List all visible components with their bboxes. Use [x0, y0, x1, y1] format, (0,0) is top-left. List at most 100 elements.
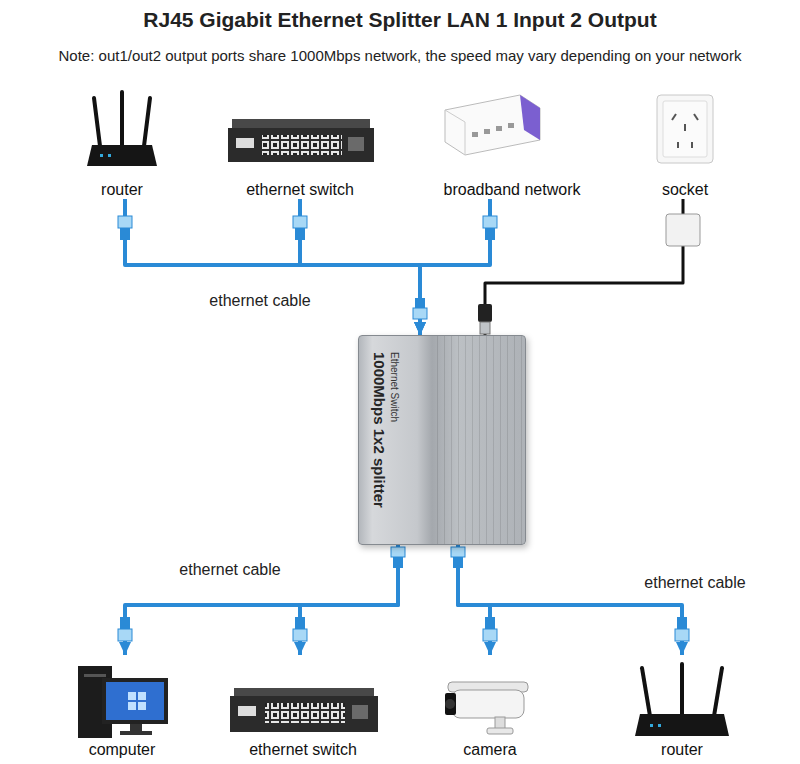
router-icon: [642, 668, 650, 716]
modem-icon: [445, 110, 465, 155]
cable-plug: [120, 228, 130, 240]
cable-plug: [485, 617, 495, 629]
cable-plug: [483, 216, 497, 228]
switch-icon: [230, 696, 378, 732]
computer-icon: [120, 731, 152, 735]
device-node: broadband network: [440, 88, 585, 199]
camera-icon: [445, 682, 528, 734]
note-text: Note: out1/out2 output ports share 1000M…: [59, 47, 742, 64]
router-icon: [635, 714, 729, 736]
modem-icon: [508, 123, 514, 128]
router-icon: [144, 98, 150, 146]
cable-plug: [118, 629, 132, 641]
socket-icon: [657, 95, 713, 163]
device-node: camera: [445, 655, 535, 759]
router-icon: [87, 92, 157, 166]
computer-icon: [106, 682, 164, 720]
router-icon: [714, 668, 722, 716]
router-icon: [100, 154, 103, 157]
switch-icon: [228, 119, 374, 162]
modem-icon: [484, 129, 490, 134]
cable-plug: [485, 228, 495, 240]
router-icon: [680, 664, 684, 716]
router-icon: [108, 154, 111, 157]
computer-icon: [138, 702, 146, 710]
socket-icon: [684, 124, 686, 131]
computer-icon: [84, 674, 106, 677]
cable-plug: [391, 547, 405, 557]
socket-icon: [672, 114, 676, 120]
camera-icon: [452, 690, 524, 718]
device-node: router: [632, 655, 732, 759]
router-icon: [120, 92, 124, 146]
device-node: socket: [655, 88, 715, 199]
cable-plug: [293, 629, 307, 641]
cable-plug: [677, 617, 687, 629]
computer-icon: [128, 692, 136, 700]
ethernet-cable: [125, 545, 398, 655]
cable-plug: [118, 216, 132, 228]
splitter-box: Ethernet Switch1000Mbps 1x2 splitter: [358, 335, 526, 545]
cable-label: ethernet cable: [644, 574, 745, 592]
ethernet-cable: [300, 545, 398, 655]
cable-plug: [295, 228, 305, 240]
router-icon: [87, 145, 157, 166]
router-icon: [94, 98, 100, 146]
device-label: camera: [445, 740, 535, 759]
power-adapter: [480, 322, 490, 334]
socket-icon: [691, 142, 693, 148]
router-icon: [635, 664, 729, 736]
switch-icon: [352, 705, 368, 719]
device-node: router: [82, 88, 162, 199]
socket-icon: [677, 142, 679, 148]
cable-plug: [415, 298, 425, 308]
modem-icon: [445, 95, 540, 155]
ethernet-cable: [125, 199, 420, 335]
switch-icon: [234, 688, 374, 697]
switch-icon: [348, 137, 364, 151]
device-label: ethernet switch: [225, 180, 375, 199]
computer-icon: [138, 692, 146, 700]
modem-icon: [496, 126, 502, 131]
switch-icon: [262, 135, 342, 155]
switch-icon: [236, 138, 254, 148]
switch-icon: [230, 688, 378, 732]
power-adapter: [478, 304, 492, 322]
cable-label: ethernet cable: [209, 292, 310, 310]
cable-plug: [118, 216, 689, 641]
device-label: router: [82, 180, 162, 199]
socket-icon: [663, 101, 707, 157]
camera-icon: [445, 693, 456, 715]
splitter-text: Ethernet Switch1000Mbps 1x2 splitter: [371, 352, 400, 508]
diagram-title: RJ45 Gigabit Ethernet Splitter LAN 1 Inp…: [0, 8, 800, 32]
cable-plug: [413, 308, 427, 319]
cable-plug: [453, 557, 463, 568]
router-icon: [650, 724, 653, 727]
modem-icon: [445, 95, 540, 155]
cable-plug: [393, 557, 403, 568]
socket-icon: [694, 114, 698, 120]
device-label: broadband network: [440, 180, 585, 199]
switch-icon: [232, 119, 370, 129]
computer-icon: [130, 724, 142, 732]
device-label: computer: [72, 740, 172, 759]
device-label: socket: [655, 180, 715, 199]
splitter-title: 1000Mbps 1x2 splitter: [371, 352, 388, 508]
modem-icon: [472, 132, 478, 137]
device-node: computer: [72, 655, 172, 759]
cable-plug: [120, 617, 130, 629]
camera-icon: [445, 699, 455, 709]
switch-icon: [238, 706, 256, 716]
ethernet-cable: [300, 199, 420, 335]
device-node: ethernet switch: [225, 88, 375, 199]
device-node: ethernet switch: [228, 655, 378, 759]
cable-plug: [675, 629, 689, 641]
computer-icon: [102, 678, 168, 724]
cable-plug: [451, 547, 465, 557]
cable-plug: [483, 629, 497, 641]
router-icon: [658, 724, 661, 727]
computer-icon: [78, 666, 168, 738]
splitter-model: Ethernet Switch: [388, 352, 400, 508]
camera-icon: [495, 717, 505, 729]
device-label: router: [632, 740, 732, 759]
